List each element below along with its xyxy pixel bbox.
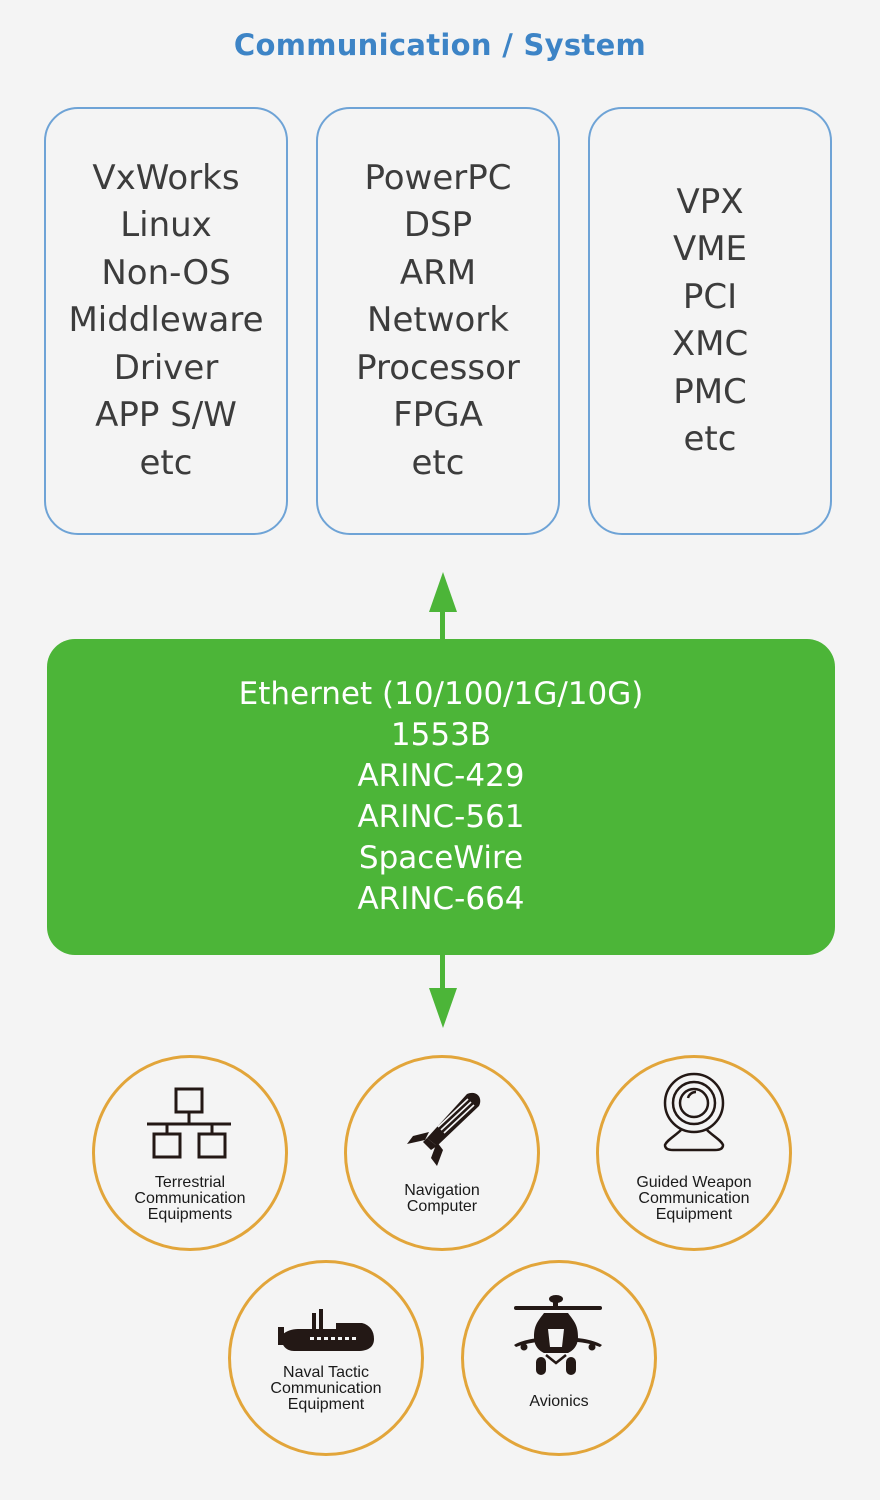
application-label: Equipments bbox=[147, 1206, 233, 1223]
software-box: VxWorks Linux Non-OS Middleware Driver A… bbox=[44, 107, 288, 535]
helicopter-icon bbox=[514, 1295, 602, 1375]
arrow-up-icon bbox=[429, 572, 457, 642]
application-label: Terrestrial bbox=[154, 1174, 226, 1191]
box-item: etc bbox=[683, 419, 737, 459]
application-label: Communication bbox=[134, 1190, 246, 1207]
box-item: Non-OS bbox=[101, 252, 231, 293]
protocol-block: Ethernet (10/100/1G/10G) 1553B ARINC-429… bbox=[47, 639, 835, 955]
processors-box: PowerPC DSP ARM Network Processor FPGA e… bbox=[316, 107, 560, 535]
arrow-down-icon bbox=[429, 952, 457, 1028]
box-item: DSP bbox=[403, 205, 473, 246]
application-label: Communication bbox=[270, 1380, 382, 1397]
application-label: Navigation bbox=[404, 1182, 480, 1199]
application-terrestrial: Terrestrial Communication Equipments bbox=[92, 1055, 288, 1251]
box-item: Middleware bbox=[68, 300, 264, 341]
application-label: Guided Weapon bbox=[636, 1174, 752, 1191]
application-guided-weapon: Guided Weapon Communication Equipment bbox=[596, 1055, 792, 1251]
protocol-item: 1553B bbox=[390, 717, 492, 753]
box-item: FPGA bbox=[393, 395, 483, 436]
box-item: Linux bbox=[120, 205, 212, 246]
protocol-item: ARINC-561 bbox=[357, 799, 525, 835]
box-item: VxWorks bbox=[92, 157, 240, 198]
box-item: ARM bbox=[399, 252, 477, 293]
protocol-item: ARINC-429 bbox=[357, 758, 525, 794]
submarine-icon bbox=[278, 1309, 374, 1351]
protocol-item: SpaceWire bbox=[358, 840, 524, 876]
bus-standards-box: VPX VME PCI XMC PMC etc bbox=[588, 107, 832, 535]
box-item: Processor bbox=[356, 347, 520, 388]
network-topology-icon bbox=[147, 1087, 231, 1159]
application-label: Naval Tactic bbox=[283, 1364, 369, 1381]
box-item: PowerPC bbox=[364, 157, 512, 198]
application-label: Computer bbox=[406, 1198, 478, 1215]
application-label: Communication bbox=[638, 1190, 750, 1207]
box-item: VPX bbox=[676, 181, 744, 222]
application-label: Avionics bbox=[529, 1393, 589, 1410]
box-item: Network bbox=[367, 300, 509, 341]
box-item: PMC bbox=[673, 371, 747, 412]
box-item: APP S/W bbox=[95, 395, 237, 436]
box-item: etc bbox=[139, 442, 193, 483]
box-item: XMC bbox=[671, 324, 749, 364]
application-navigation: Navigation Computer bbox=[344, 1055, 540, 1251]
box-item: Driver bbox=[113, 347, 219, 388]
box-item: etc bbox=[411, 442, 465, 483]
webcam-icon bbox=[663, 1072, 725, 1152]
protocol-item: Ethernet (10/100/1G/10G) bbox=[238, 676, 644, 712]
application-label: Equipment bbox=[287, 1396, 365, 1413]
missile-icon bbox=[407, 1092, 481, 1166]
box-item: VME bbox=[672, 229, 748, 269]
diagram-title: Communication / System bbox=[233, 28, 647, 62]
box-item: PCI bbox=[682, 276, 738, 317]
protocol-item: ARINC-664 bbox=[357, 881, 525, 917]
application-avionics: Avionics bbox=[461, 1260, 657, 1456]
application-label: Equipment bbox=[655, 1206, 733, 1223]
application-naval: Naval Tactic Communication Equipment bbox=[228, 1260, 424, 1456]
